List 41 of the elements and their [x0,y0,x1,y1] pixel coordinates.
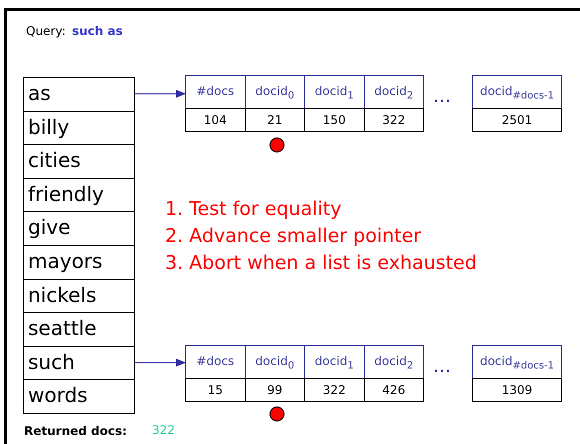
value-cell: 99 [244,378,305,402]
value-cell: 15 [185,378,246,402]
query-text: such as [72,24,123,38]
term-row: nickels [23,278,135,314]
column-header: docid$_{#docs-1}$ [472,75,562,109]
returned-docs-label: Returned docs: [24,424,127,438]
term-row: friendly [23,178,135,212]
column-header: docid$_{2}$ [364,75,424,109]
posting-list-table [185,75,423,132]
value-cell: 322 [364,108,424,132]
posting-list-table [472,75,561,132]
term-row: as [23,77,135,112]
term-row: such [23,346,135,380]
value-cell: 104 [185,108,246,132]
query-label: Query: [26,24,66,38]
term-row: cities [23,144,135,179]
value-cell: 150 [304,108,364,132]
column-header: #docs [185,345,246,379]
arrow [134,358,186,367]
step-text: 3. Abort when a list is exhausted [165,252,477,274]
result-value: 322 [152,423,175,437]
value-cell: 426 [364,378,424,402]
value-cell: 2501 [472,108,562,132]
step-text: 1. Test for equality [165,198,342,220]
value-cell: 322 [304,378,364,402]
term-row: words [23,379,135,414]
posting-list-table [472,345,561,402]
term-row: mayors [23,245,135,280]
column-header: #docs [185,75,246,109]
term-row: billy [23,110,135,146]
step-text: 2. Advance smaller pointer [165,225,422,247]
posting-list-table [185,345,423,402]
column-header: docid$_{2}$ [364,345,424,379]
term-row: seattle [23,312,135,347]
ellipsis: … [433,356,451,377]
arrow [134,90,186,98]
value-cell: 1309 [472,378,562,402]
ellipsis: … [433,86,451,107]
term-row: give [23,211,135,246]
value-cell: 21 [244,108,305,132]
column-header: docid$_{#docs-1}$ [472,345,562,379]
